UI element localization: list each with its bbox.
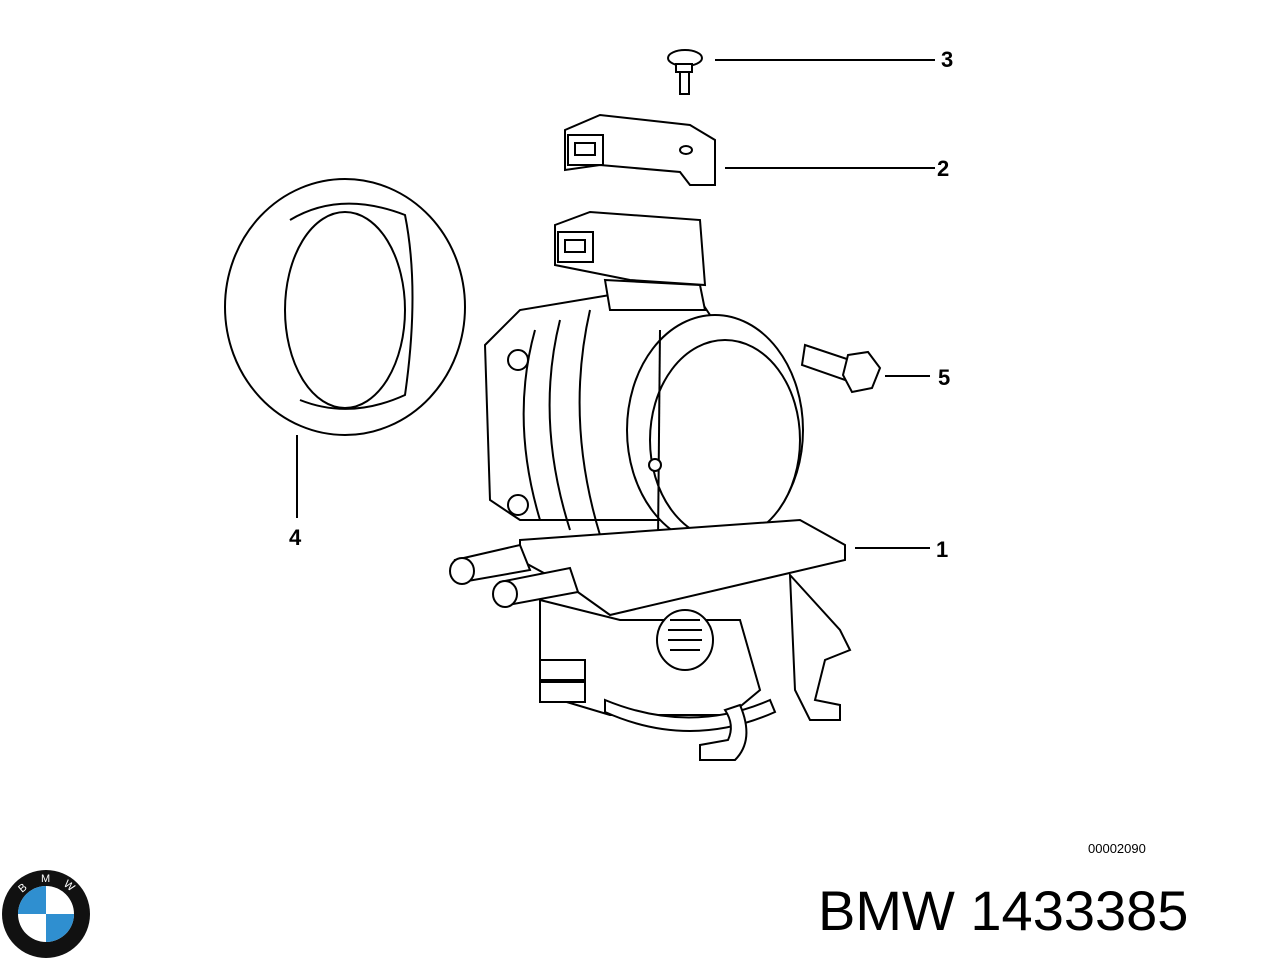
callout-1: 1: [936, 537, 949, 562]
callout-5: 5: [938, 365, 951, 390]
screw-part-3: [667, 49, 703, 95]
bolt-part-5: [800, 343, 882, 394]
throttle-body-part-1: [449, 210, 852, 761]
diagram-id: 00002090: [1088, 841, 1146, 856]
rubber-ring-part-4: [224, 178, 466, 436]
callout-3: 3: [941, 47, 954, 72]
part-number: BMW 1433385: [818, 879, 1189, 942]
svg-text:M: M: [41, 873, 50, 885]
bmw-logo: B M W: [2, 870, 90, 958]
callout-2: 2: [937, 156, 950, 181]
callout-4: 4: [289, 525, 302, 550]
throttle-sensor-part-2: [564, 113, 716, 186]
